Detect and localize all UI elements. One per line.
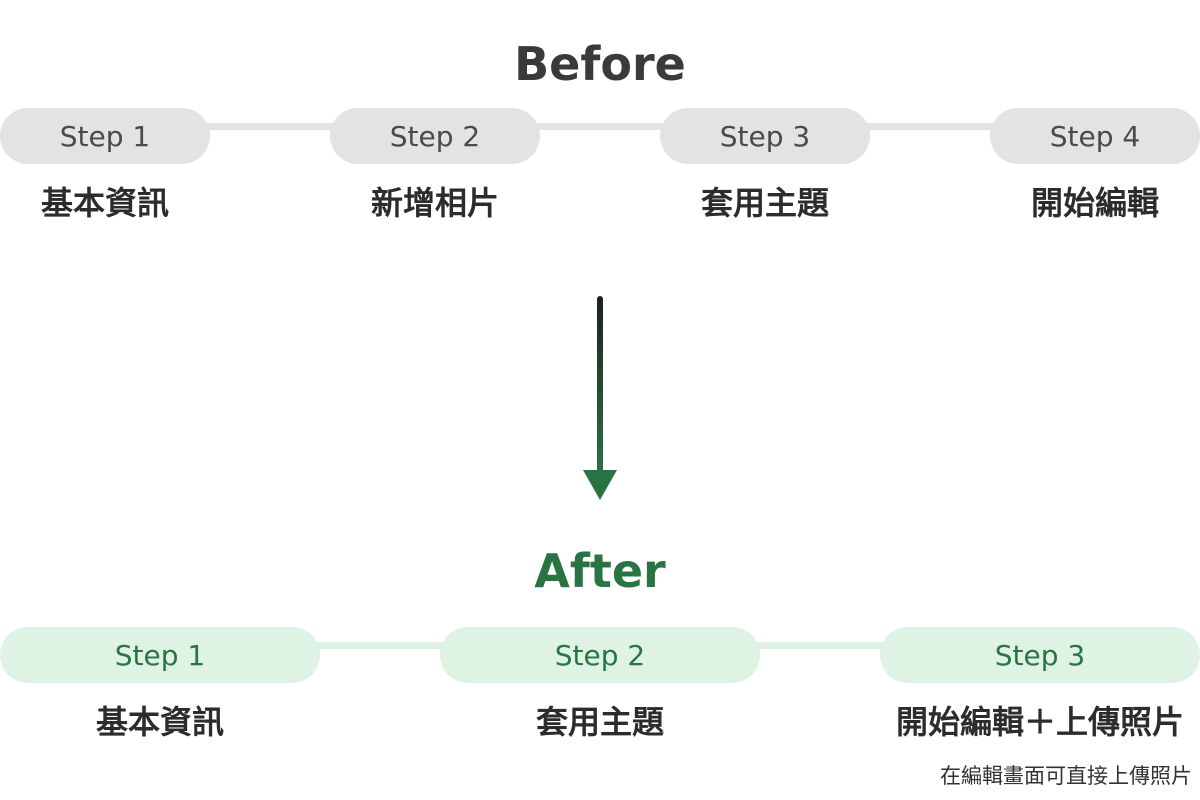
before-step-1-label: 基本資訊 — [40, 184, 169, 222]
before-step-2-label: 新增相片 — [370, 184, 499, 222]
before-step-3-label: 套用主題 — [700, 184, 829, 222]
after-step-3-pill: Step 3 — [880, 627, 1200, 683]
before-step-1-pill: Step 1 — [0, 108, 210, 164]
after-step-2-label: 套用主題 — [535, 703, 664, 741]
after-step-1-label: 基本資訊 — [95, 703, 224, 741]
after-title: After — [534, 544, 666, 598]
before-step-3-pill: Step 3 — [660, 108, 870, 164]
after-step-1-pill: Step 1 — [0, 627, 320, 683]
after-step-2-pill: Step 2 — [440, 627, 760, 683]
before-step-4-label: 開始編輯 — [1030, 184, 1159, 222]
after-step-3-note: 在編輯畫面可直接上傳照片 — [940, 764, 1192, 788]
before-step-2-pill: Step 2 — [330, 108, 540, 164]
before-connector-line — [100, 123, 1100, 130]
down-arrow-icon — [583, 296, 617, 500]
before-title: Before — [514, 37, 686, 91]
before-step-4-pill: Step 4 — [990, 108, 1200, 164]
after-step-3-label: 開始編輯＋上傳照片 — [895, 703, 1184, 741]
